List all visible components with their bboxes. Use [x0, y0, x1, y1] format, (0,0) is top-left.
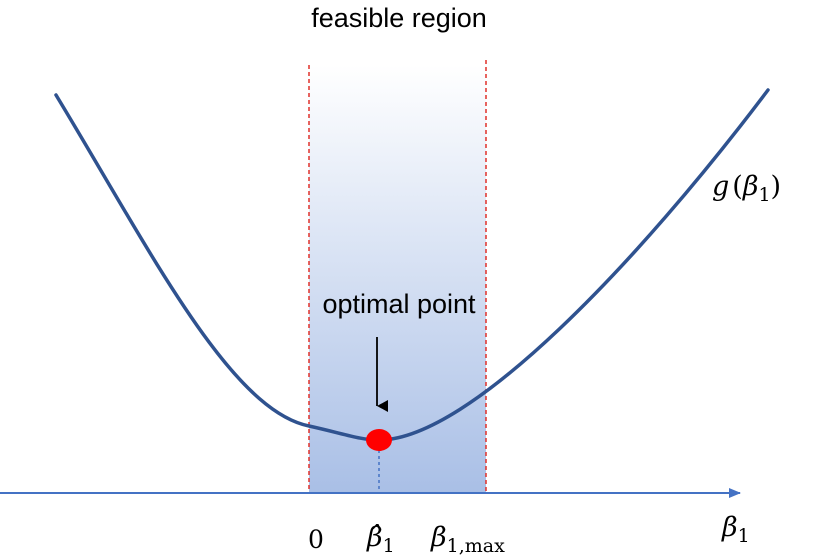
- beta-max-label: β1,max: [430, 522, 505, 557]
- g-close-paren: ): [771, 171, 782, 202]
- objective-curve: [54, 88, 770, 442]
- g-beta-subscript: 1: [758, 184, 770, 206]
- optimal-point-marker: [366, 429, 392, 451]
- axis-beta-subscript: 1: [738, 525, 750, 547]
- beta-hat-symbol: β̂: [366, 522, 383, 553]
- beta-hat-subscript: 1: [383, 535, 395, 557]
- feasible-region-label: feasible region: [311, 3, 487, 33]
- g-beta-symbol: β: [742, 171, 759, 202]
- beta-max-symbol: β: [430, 522, 447, 553]
- beta-hat-label: β̂1: [366, 522, 395, 557]
- g-open-paren: (: [732, 171, 743, 202]
- zero-label: 0: [308, 525, 324, 554]
- axis-beta-label: β1: [721, 512, 750, 547]
- beta-max-subscript: 1,max: [447, 535, 505, 557]
- g-function-label: g(β1): [712, 171, 781, 206]
- axis-beta-symbol: β: [721, 512, 738, 543]
- feasible-region-shading: [309, 65, 486, 493]
- optimal-point-label: optimal point: [322, 289, 476, 319]
- g-function-name: g: [712, 171, 729, 202]
